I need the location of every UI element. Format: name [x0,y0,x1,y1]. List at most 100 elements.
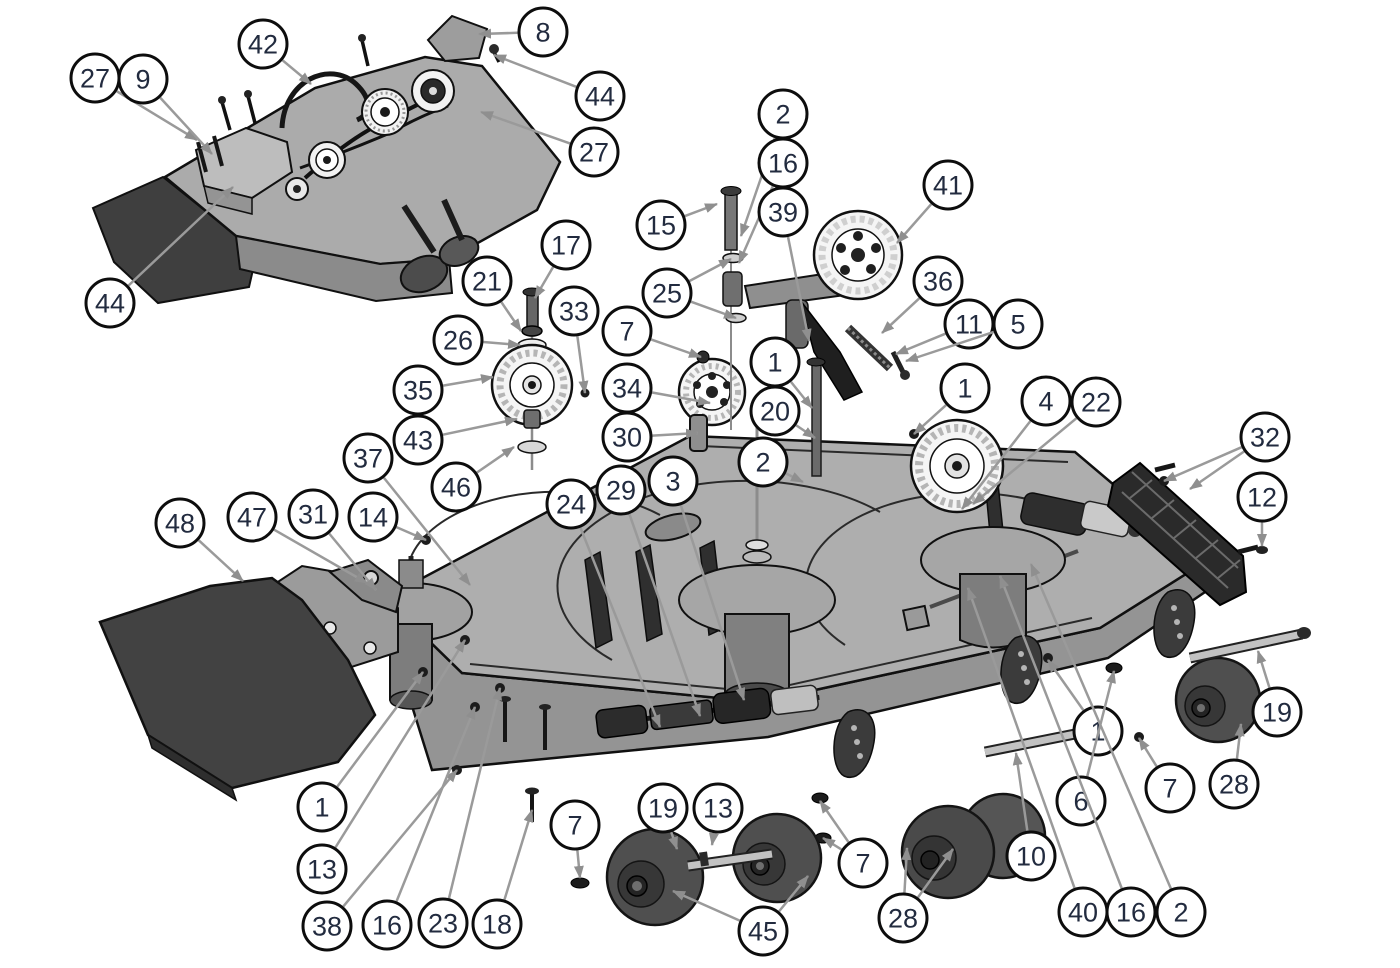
pulley-assembled-left [308,141,346,179]
callout-balloon [1251,686,1303,738]
callout-number: 8 [535,18,550,48]
deck-skirt-assembled [234,234,454,303]
callout-balloon [548,285,600,337]
callout-1: 1 [913,362,991,435]
leader-line [652,428,699,439]
callout-balloon [430,461,482,513]
pulley-assembled-right [411,69,455,113]
rear-bracket [426,14,489,63]
leader-line [708,832,719,846]
callout-number: 9 [135,65,150,95]
leader-line [684,202,718,218]
callout-balloon [637,782,689,834]
callout-balloon [912,255,964,307]
guard-bolt [1154,462,1176,473]
leader-line [1046,659,1085,711]
leader-line [281,59,312,85]
callout-balloon [84,277,136,329]
leader-line [334,639,467,849]
leader-line [336,671,425,788]
callout-30: 30 [601,411,699,463]
leader-line [650,338,702,359]
callout-47: 47 [226,491,368,585]
callout-balloon [1239,411,1291,463]
bolt-head [358,34,366,42]
callout-number: 23 [428,909,458,939]
callout-16: 16 [998,575,1157,938]
leader-line [273,528,368,585]
callout-number: 2 [775,100,790,130]
leader-line [573,850,584,879]
callout-number: 4 [1038,387,1053,417]
leader-line [483,339,521,350]
leader-line [896,203,933,244]
callout-balloon [601,305,653,357]
callout-balloon [392,414,444,466]
leader-line [159,96,213,155]
callout-balloon [471,898,523,950]
callout-balloon [601,411,653,463]
callout-7: 7 [818,800,889,889]
callout-number: 27 [579,138,609,168]
leader-line [688,257,732,283]
discharge-guard-grid [1106,461,1268,607]
callout-28: 28 [877,847,955,944]
callout-32: 32 [1163,411,1291,491]
long-bolt-20 [806,357,826,477]
callout-number: 11 [955,310,983,340]
leader-line [442,416,518,436]
callout-balloon [877,892,929,944]
leader-line [576,336,589,394]
leader-line [342,769,458,908]
callout-34: 34 [601,362,711,414]
callout-number: 15 [646,211,676,241]
callout-balloon [296,781,348,833]
height-brackets [833,589,1196,778]
callout-number: 2 [1173,898,1188,928]
callout-number: 6 [1073,787,1088,817]
callout-number: 28 [1219,770,1249,800]
gauge-wheel-assembled [438,235,480,267]
leader-line [503,809,534,900]
callout-8: 8 [478,6,569,58]
callout-number: 48 [165,509,195,539]
callout-20: 20 [749,385,816,440]
callout-number: 41 [933,171,963,201]
callout-balloon [939,362,991,414]
callout-balloon [574,70,626,122]
callout-31: 31 [287,488,377,591]
callout-45: 45 [672,875,809,957]
callout-42: 42 [237,18,312,85]
bracket-holes [851,605,1183,759]
spindle-assembly-right [909,418,1142,649]
leader-line [679,504,746,701]
callout-number: 38 [312,912,342,942]
leader-line [442,374,494,387]
leader-line [916,848,955,899]
callout-balloon [342,432,394,484]
callout-28: 28 [1208,723,1260,810]
callout-3: 3 [647,455,746,701]
callout-balloon [287,488,339,540]
callout-12: 12 [1236,471,1288,547]
callout-21: 21 [461,255,523,332]
callout-number: 45 [748,917,778,947]
leader-line [1012,752,1029,831]
leader-line [905,330,995,363]
callout-balloon [296,843,348,895]
callout-number: 30 [612,423,642,453]
callout-9: 9 [117,53,213,155]
callout-balloon [922,159,974,211]
callout-balloon [1208,758,1260,810]
callout-number: 20 [760,397,790,427]
callout-number: 18 [482,910,512,940]
leader-line [500,301,523,332]
leader-line [1029,563,1173,890]
callout-29: 29 [595,464,702,717]
callout-number: 7 [1162,774,1177,804]
leader-line [972,417,1078,505]
callout-balloon [757,186,809,238]
callout-number: 1 [767,348,782,378]
